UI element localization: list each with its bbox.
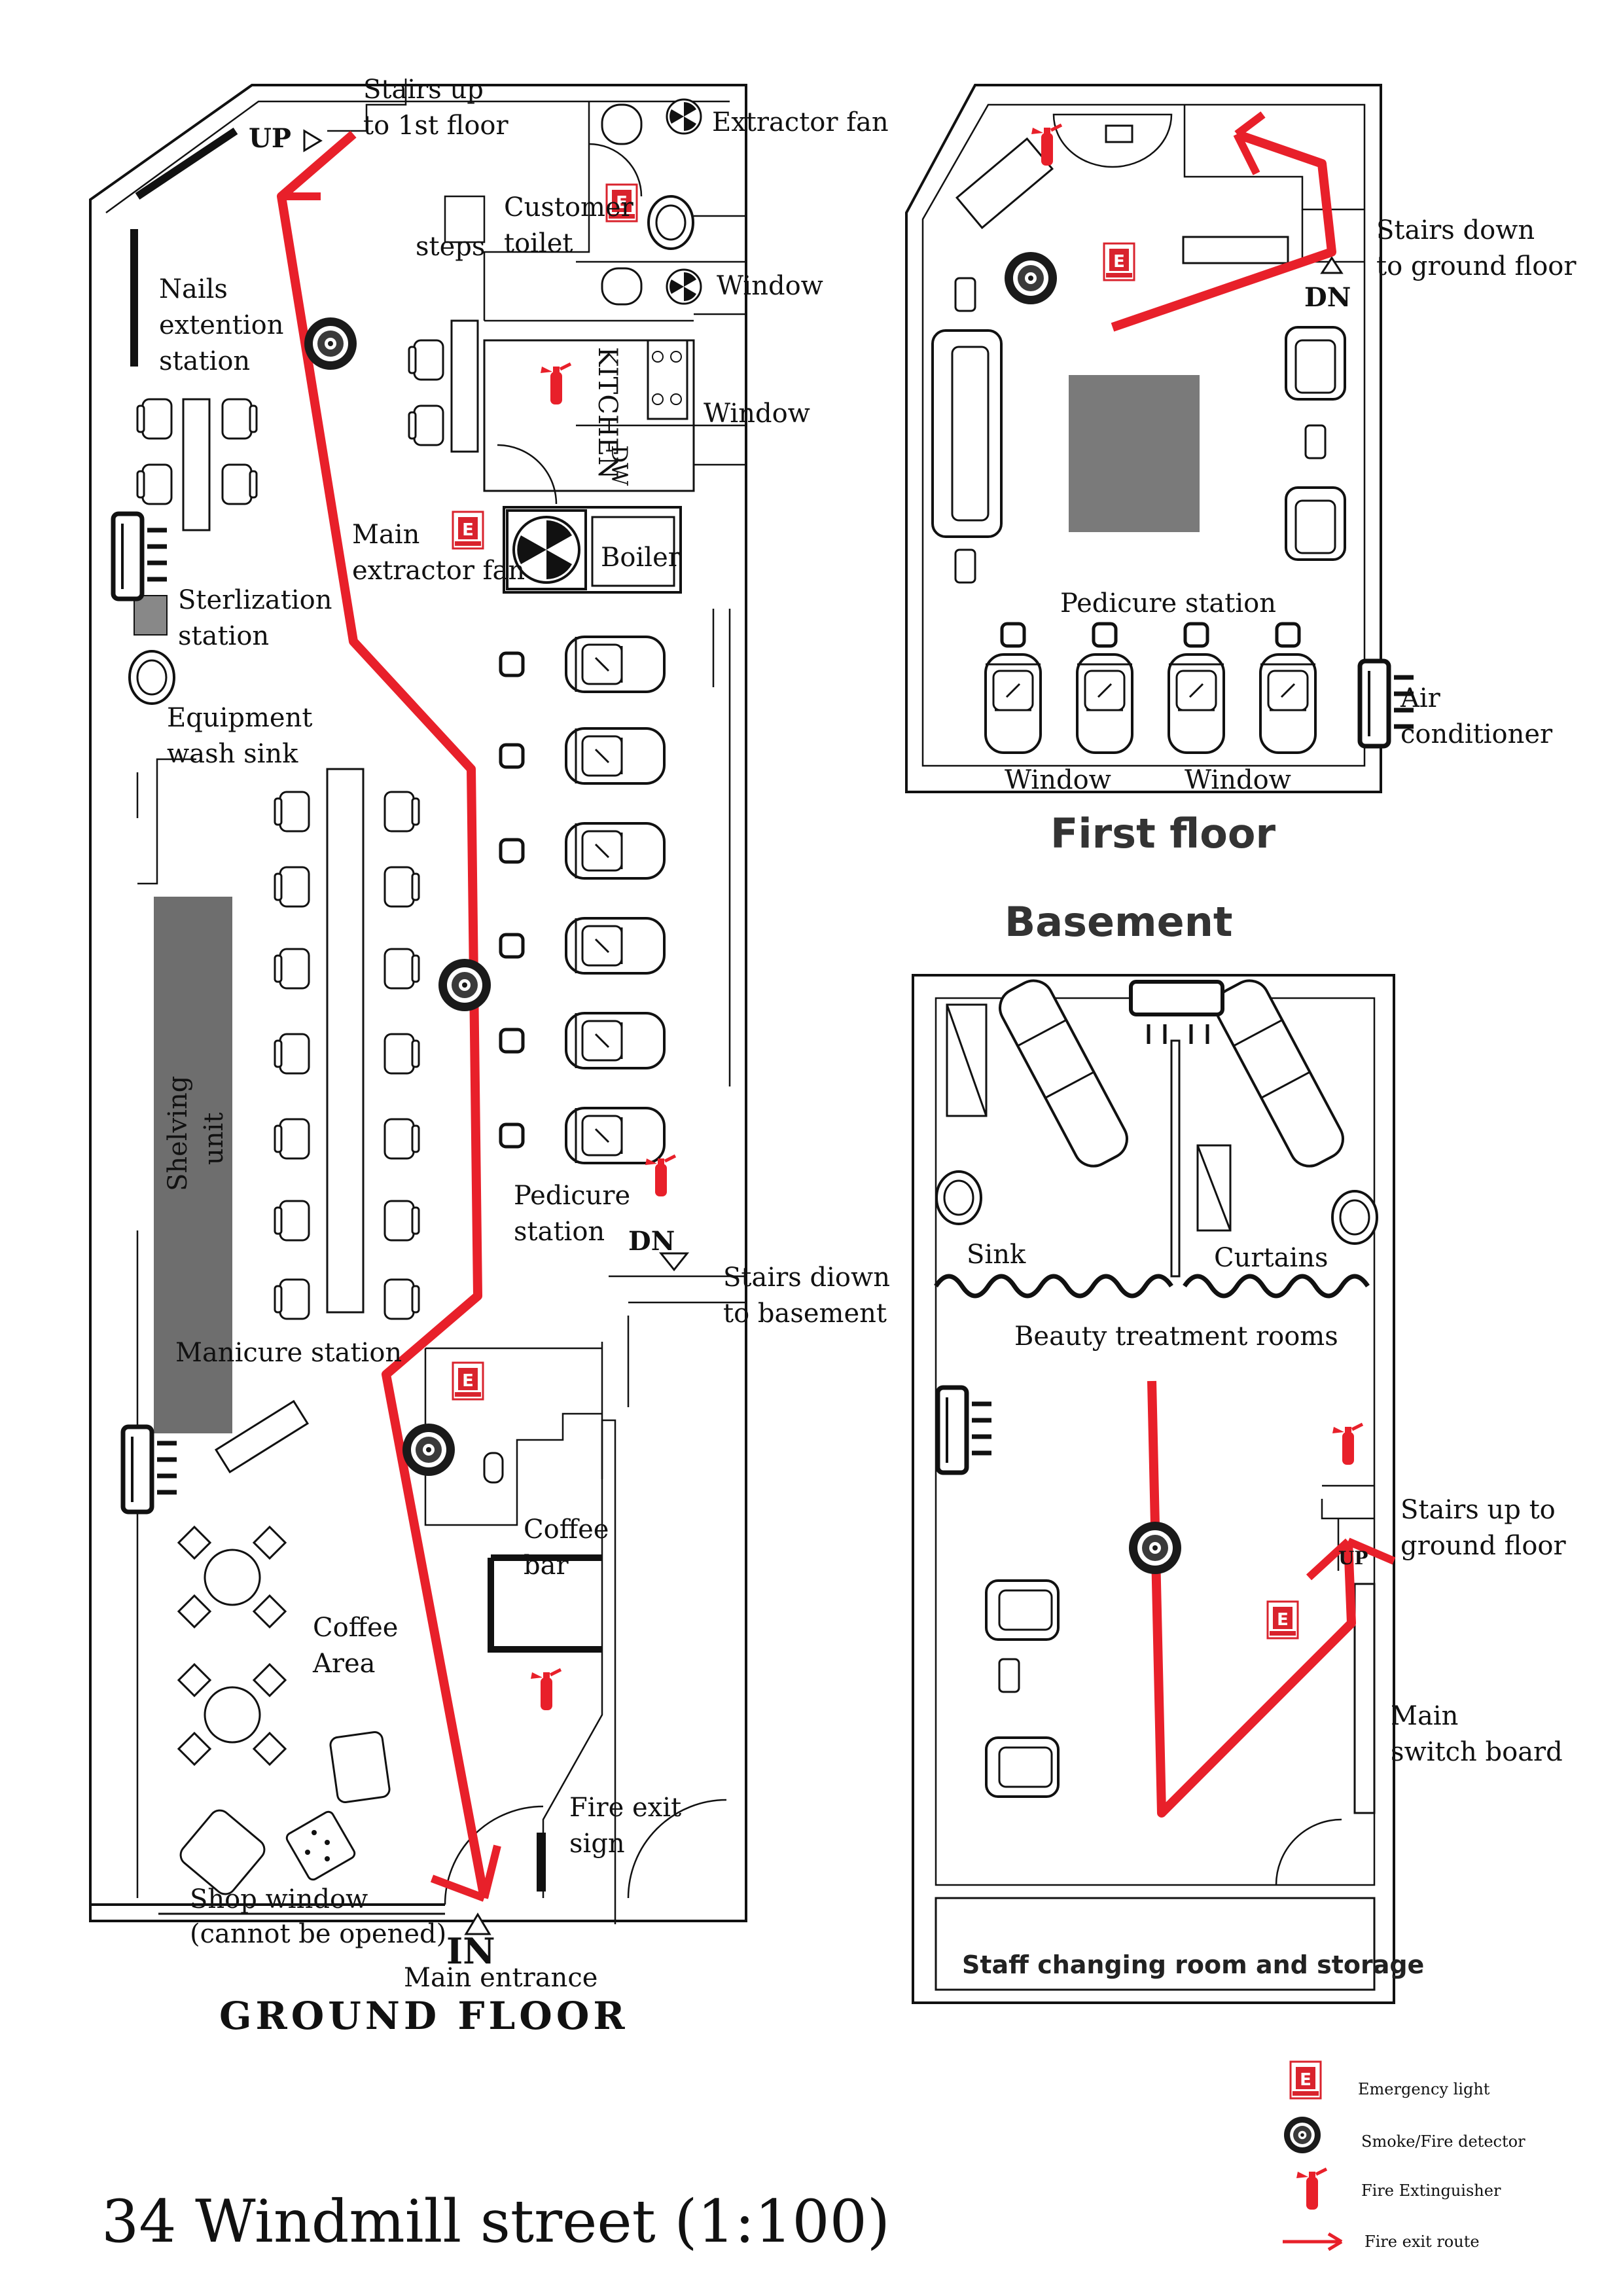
boiler-label: Boiler [601, 543, 681, 573]
staff-room-label: Staff changing room and storage [962, 1950, 1424, 1979]
coffee-bar-label-2: bar [524, 1551, 569, 1581]
main-switch-label-2: switch board [1391, 1737, 1563, 1767]
extractor-fan-label: Extractor fan [712, 107, 889, 137]
curtains-label: Curtains [1214, 1243, 1329, 1273]
pedicure-label-2: station [514, 1217, 605, 1247]
dw-label: DW [606, 445, 632, 486]
legend: Emergency light Smoke/Fire detector Fire… [1283, 2060, 1525, 2251]
nails-label-1: Nails [159, 274, 228, 304]
sink-label: Sink [967, 1240, 1026, 1270]
stairs-up-label-1: Stairs up [363, 75, 484, 105]
smoke-detector-icon [1129, 1522, 1181, 1574]
ff-pedicure-label: Pedicure station [1060, 588, 1276, 619]
b-up-marker: UP [1338, 1547, 1368, 1569]
smoke-detector-icon [1005, 252, 1057, 304]
emergency-light-icon [452, 1361, 484, 1401]
sterilization-label-1: Sterlization [178, 585, 332, 615]
steps-label: steps [416, 232, 485, 262]
fire-extinguisher-icon [1296, 2169, 1327, 2210]
customer-toilet-label-2: toilet [504, 228, 573, 259]
window-label-1: Window [717, 271, 823, 301]
emergency-light-icon [452, 511, 484, 550]
smoke-detector-icon [1284, 2117, 1321, 2153]
up-marker: UP [249, 123, 291, 154]
nails-label-3: station [159, 346, 250, 376]
stairs-down-label-1: Stairs diown [723, 1263, 890, 1293]
emergency-light-icon [1266, 1600, 1299, 1640]
first-fire-exit-route [1111, 130, 1336, 332]
nails-label-2: extention [159, 310, 283, 340]
first-floor-labels: Stairs down to ground floor DN Pedicure … [1005, 215, 1577, 857]
customer-toilet-label-1: Customer [504, 192, 634, 223]
window-label-2: Window [704, 399, 810, 429]
main-switch-label-1: Main [1391, 1701, 1458, 1731]
stairs-up-label-2: to 1st floor [363, 111, 508, 141]
basement-heading: Basement [1005, 898, 1232, 946]
first-floor-heading: First floor [1050, 810, 1275, 857]
shelving-label-2: unit [199, 1113, 229, 1165]
fire-extinguisher-icon [541, 364, 571, 404]
coffee-area-label-1: Coffee [313, 1613, 398, 1643]
ground-floor-labels: Stairs up to 1st floor UP Extractor fan … [159, 75, 890, 2038]
coffee-area-label-2: Area [312, 1649, 376, 1679]
b-stairs-up-label-1: Stairs up to [1400, 1495, 1556, 1525]
ff-window-label-2: Window [1185, 765, 1291, 795]
fire-extinguisher-icon [531, 1670, 561, 1710]
basement [912, 974, 1395, 2004]
main-entrance-label: Main entrance [404, 1963, 597, 1993]
ff-window-label-1: Window [1005, 765, 1111, 795]
in-marker: IN [446, 1930, 495, 1972]
ground-floor [89, 79, 747, 1935]
fire-exit-sign-label-2: sign [569, 1829, 625, 1859]
smoke-detector-icon [304, 317, 357, 370]
fire-exit-sign-label-1: Fire exit [569, 1793, 681, 1823]
legend-emergency-light: Emergency light [1358, 2080, 1490, 2098]
smoke-detector-icon [402, 1424, 455, 1476]
fire-extinguisher-icon [1332, 1424, 1363, 1465]
legend-extinguisher: Fire Extinguisher [1361, 2181, 1501, 2200]
ff-ac-label-1: Air [1400, 683, 1441, 713]
emergency-light-icon [1289, 2060, 1322, 2100]
pedicure-label-1: Pedicure [514, 1181, 630, 1211]
shop-window-label-2: (cannot be opened) [190, 1919, 446, 1949]
manicure-label: Manicure station [175, 1338, 402, 1368]
beauty-rooms-label: Beauty treatment rooms [1014, 1321, 1338, 1352]
plan-title: 34 Windmill street (1:100) [101, 2187, 890, 2256]
main-extractor-label-2: extractor fan [352, 556, 525, 586]
dn-marker: DN [628, 1226, 675, 1257]
smoke-detector-icon [438, 959, 491, 1011]
ff-ac-label-2: conditioner [1400, 719, 1553, 749]
equipment-sink-label-1: Equipment [167, 703, 312, 733]
ff-dn-marker: DN [1304, 282, 1351, 313]
shelving-label-1: Shelving [163, 1076, 193, 1191]
legend-smoke-detector: Smoke/Fire detector [1361, 2132, 1525, 2151]
equipment-sink-label-2: wash sink [167, 739, 298, 769]
kitchen-label: KITCHEN [592, 347, 622, 479]
basement-labels: Sink Curtains Beauty treatment rooms Sta… [962, 1240, 1566, 1979]
coffee-bar-label-1: Coffee [524, 1515, 609, 1545]
main-extractor-label-1: Main [352, 520, 419, 550]
ff-stairs-down-label-2: to ground floor [1376, 251, 1577, 281]
ff-stairs-down-label-1: Stairs down [1376, 215, 1535, 245]
legend-route: Fire exit route [1364, 2233, 1480, 2251]
stairs-down-label-2: to basement [723, 1299, 887, 1329]
sterilization-label-2: station [178, 621, 269, 651]
pedicure-chairs [501, 636, 666, 1164]
ground-floor-heading: GROUND FLOOR [219, 1994, 629, 2038]
basement-fire-exit-route [1147, 1380, 1356, 1818]
b-stairs-up-label-2: ground floor [1400, 1531, 1566, 1561]
fire-extinguisher-icon [645, 1156, 675, 1196]
emergency-light-icon [1103, 242, 1135, 281]
first-floor [905, 84, 1414, 793]
shop-window-label-1: Shop window [190, 1884, 368, 1914]
